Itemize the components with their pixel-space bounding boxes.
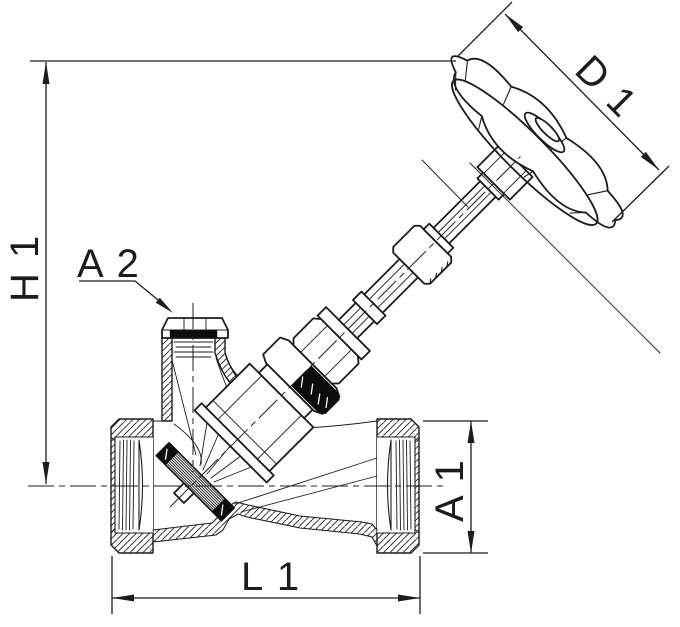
seat-seal-lower [211,498,235,522]
d1-extension-lines [457,1,670,223]
label-a2-leader: A 2 [77,242,173,313]
bonnet-stem-assembly [155,55,624,522]
body-bottom-wall [152,501,378,547]
dimension-label-h1: H 1 [3,234,47,302]
l1-extension-lines [111,556,421,614]
handwheel-cross-centerline [421,159,661,354]
dimension-label-l1: L 1 [241,555,301,599]
dimension-a1: A 1 [423,420,488,554]
seat-seal-upper [155,442,179,466]
dimension-l1: L 1 [111,555,421,614]
dimension-label-a1: A 1 [428,458,472,522]
dimension-h1: H 1 [3,60,456,484]
a1-extension-lines [423,420,488,554]
centerlines [28,159,661,487]
dimension-label-d1: D 1 [567,47,646,126]
inlet-port-section [110,418,154,554]
valve-body-section [110,317,420,554]
dimension-label-a2: A 2 [77,242,141,286]
stem-centerline [169,156,521,508]
check-disc-assembly [155,441,236,522]
